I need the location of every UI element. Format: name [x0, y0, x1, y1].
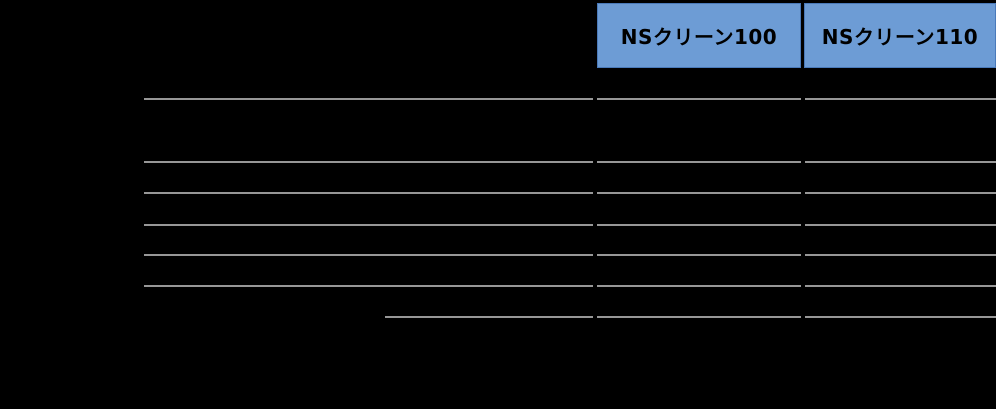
header-cell-ns-clean-110: NSクリーン110	[804, 3, 996, 68]
table-row-divider-1	[144, 98, 996, 100]
table-row-divider-4	[144, 224, 996, 226]
table-row-divider-6	[144, 285, 996, 287]
table-row-divider-3	[144, 192, 996, 194]
table-row-divider-7-short	[385, 316, 996, 318]
header-label-ns-clean-110: NSクリーン110	[821, 25, 979, 49]
header-cell-ns-clean-100: NSクリーン100	[597, 3, 801, 68]
table-row-divider-5	[144, 254, 996, 256]
header-label-ns-clean-100: NSクリーン100	[620, 25, 778, 49]
table-row-divider-2	[144, 161, 996, 163]
